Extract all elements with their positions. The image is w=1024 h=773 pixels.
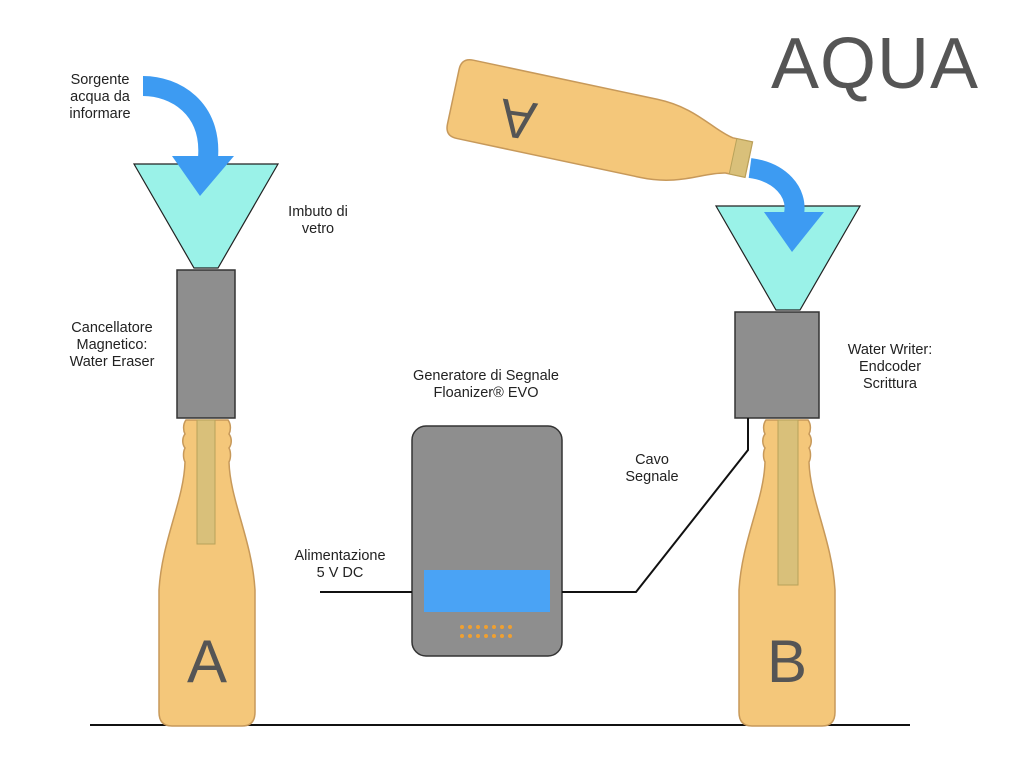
bottle-letter-b: B	[766, 628, 808, 695]
inner-tube-left	[196, 419, 216, 545]
title-aqua: AQUA	[770, 24, 980, 104]
pour-arrow-head	[764, 212, 824, 252]
label-water-eraser: Cancellatore Magnetico: Water Eraser	[69, 320, 155, 370]
glass-funnel-left	[132, 163, 280, 269]
bottle-letter-a: A	[186, 628, 228, 695]
label-glass-funnel: Imbuto di vetro	[288, 204, 348, 237]
label-water-writer: Water Writer: Endcoder Scrittura	[847, 342, 933, 392]
generator-screen	[424, 570, 550, 612]
tilted-bottle-neck-ring	[728, 138, 754, 178]
generator-leds	[460, 625, 512, 638]
signal-generator-device	[411, 425, 563, 657]
inner-tube-right	[777, 419, 799, 586]
label-water-source: Sorgente acqua da informare	[69, 72, 131, 122]
water-source-arrow-head	[172, 156, 234, 196]
water-writer-block	[734, 311, 820, 419]
label-power-supply: Alimentazione 5 V DC	[294, 548, 386, 581]
water-eraser-block	[176, 269, 236, 419]
bottle-a-left	[158, 419, 256, 727]
tilted-bottle-letter-a: A	[495, 86, 541, 152]
signal-cable	[562, 418, 749, 593]
tilted-bottle-a	[446, 59, 754, 181]
glass-funnel-right	[714, 205, 862, 311]
tilted-bottle-body	[446, 59, 754, 181]
water-source-arrow	[142, 76, 219, 159]
pour-arrow	[748, 158, 805, 216]
label-signal-generator: Generatore di Segnale Floanizer® EVO	[413, 368, 559, 401]
label-signal-cable: Cavo Segnale	[625, 452, 679, 485]
